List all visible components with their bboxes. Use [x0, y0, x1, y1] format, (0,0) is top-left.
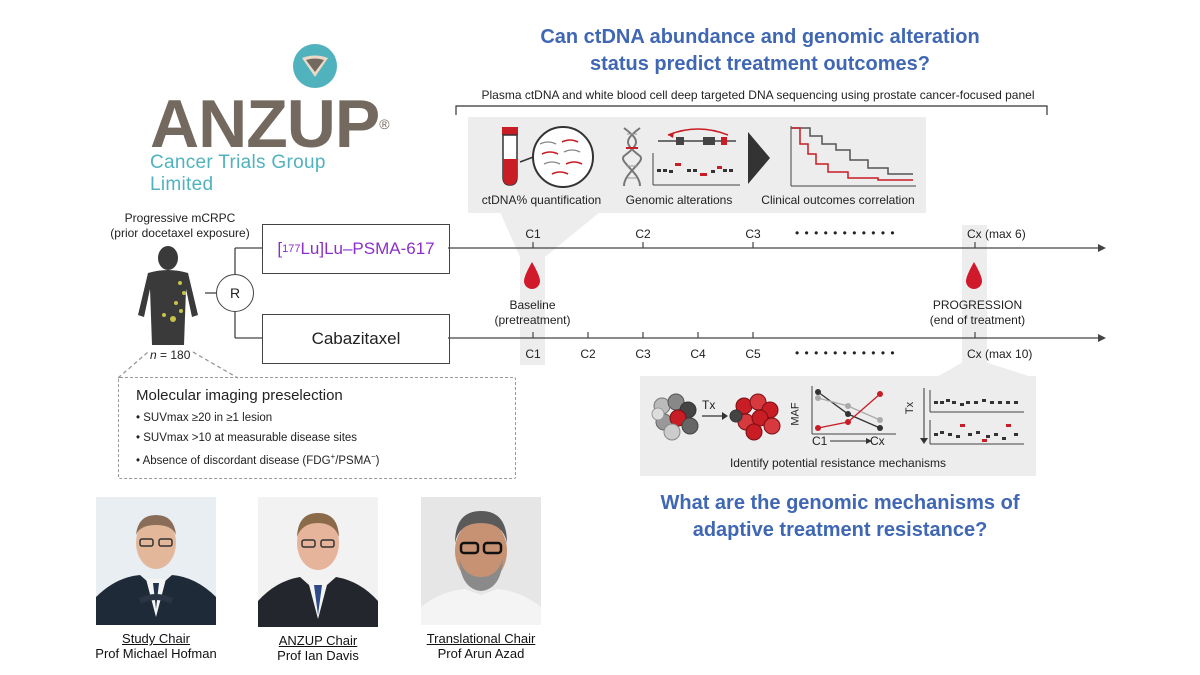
bottom-cycle-c2: C2 — [580, 347, 596, 361]
sample-size-label: n — [150, 348, 157, 362]
top-cycle-c2: C2 — [635, 227, 651, 241]
role-study-chair: Study Chair — [122, 631, 190, 646]
randomize-label: R — [229, 285, 241, 301]
role-translational-chair: Translational Chair — [426, 631, 536, 646]
cabazitaxel-label: Cabazitaxel — [311, 329, 401, 348]
cell-cluster-icon — [651, 393, 781, 441]
selection-item-2: • SUVmax >10 at measurable disease sites — [136, 432, 358, 444]
photo-anzup-chair — [258, 497, 378, 627]
maf-axis-label: MAF — [789, 402, 802, 426]
sample-size-value: = 180 — [160, 348, 191, 362]
analysis-label-ctdna: ctDNA% quantification — [481, 193, 602, 207]
bottom-cycle-c3: C3 — [635, 347, 651, 361]
progression-label: PROGRESSION (end of treatment) — [910, 298, 1045, 328]
patient-description: Progressive mCRPC (prior docetaxel expos… — [80, 211, 280, 241]
photo-study-chair — [96, 497, 216, 625]
name-translational-chair: Prof Arun Azad — [437, 646, 525, 661]
item3-pre: • Absence of discordant disease (FDG — [136, 454, 331, 467]
top-question: Can ctDNA abundance and genomic alterati… — [480, 24, 1040, 78]
top-question-line2: status predict treatment outcomes? — [589, 53, 931, 75]
selection-callout-lines — [118, 351, 239, 379]
lu-prefix: [ — [277, 239, 283, 258]
role-anzup-chair: ANZUP Chair — [278, 633, 358, 648]
arm-cabazitaxel: Cabazitaxel — [262, 314, 450, 364]
progression-line2: (end of treatment) — [929, 313, 1026, 327]
bottom-final-note: (max 10) — [985, 347, 1033, 361]
bottom-question-line1: What are the genomic mechanisms of — [660, 492, 1020, 514]
analysis-label-clinical: Clinical outcomes correlation — [761, 193, 915, 207]
genomic-alterations-plot — [652, 128, 740, 186]
brand-name: ANZUP — [150, 86, 380, 162]
person-study-chair: Study Chair Prof Michael Hofman — [76, 631, 236, 661]
selection-item-1: • SUVmax ≥20 in ≥1 lesion — [136, 412, 273, 424]
item3-post: ) — [375, 454, 380, 467]
copy-number-plot — [920, 388, 1024, 445]
sample-size: n = 180 — [150, 348, 190, 362]
selection-item-3: • Absence of discordant disease (FDG+/PS… — [136, 452, 506, 467]
maf-plot — [811, 386, 896, 444]
baseline-line2: (pretreatment) — [494, 313, 571, 327]
progression-blood-drop-icon — [966, 262, 982, 289]
maf-cx-label: Cx — [870, 434, 885, 448]
sequencing-bracket — [455, 105, 1048, 115]
baseline-label: Baseline (pretreatment) — [470, 298, 595, 328]
blood-tube-icon — [502, 127, 518, 186]
resistance-caption: Identify potential resistance mechanisms — [729, 456, 947, 470]
item3-sup2: − — [370, 452, 376, 461]
top-final-label: Cx — [967, 227, 982, 241]
bottom-timeline-dots: • • • • • • • • • • • — [795, 346, 896, 360]
item3-sup1: + — [330, 452, 336, 461]
anzup-logo: ANZUP® Cancer Trials Group Limited — [150, 40, 390, 195]
resistance-panel — [640, 376, 1036, 476]
selection-title: Molecular imaging preselection — [136, 387, 343, 404]
bottom-cycle-c4: C4 — [690, 347, 706, 361]
bottom-cycle-c1: C1 — [525, 347, 541, 361]
registered-mark: ® — [379, 116, 389, 132]
photo-translational-chair — [421, 497, 541, 625]
lu-name: Lu]Lu–PSMA-617 — [300, 239, 435, 258]
lu-isotope: 177 — [282, 243, 301, 255]
bottom-question: What are the genomic mechanisms of adapt… — [560, 490, 1120, 544]
dna-helix-icon — [621, 127, 643, 187]
bottom-final-label: Cx — [967, 347, 982, 361]
progression-line1: PROGRESSION — [932, 298, 1023, 312]
top-timeline-dots: • • • • • • • • • • • — [795, 226, 896, 240]
baseline-blood-drop-icon — [524, 262, 540, 289]
randomize-node: R — [216, 274, 254, 312]
survival-curve-plot — [790, 126, 916, 187]
tx-axis-label: Tx — [904, 401, 917, 415]
bottom-cycle-c5: C5 — [745, 347, 761, 361]
top-final-note: (max 6) — [985, 227, 1026, 241]
bottom-question-line2: adaptive treatment resistance? — [692, 519, 988, 541]
timeline-axes — [448, 242, 1106, 342]
person-anzup-chair: ANZUP Chair Prof Ian Davis — [238, 633, 398, 663]
item3-mid: /PSMA — [335, 454, 371, 467]
molecular-imaging-box — [118, 377, 516, 479]
resistance-connector — [935, 362, 1035, 378]
patient-line1: Progressive mCRPC — [124, 211, 236, 225]
name-anzup-chair: Prof Ian Davis — [277, 648, 359, 663]
bottom-cycle-final: Cx (max 10) — [967, 347, 1032, 361]
baseline-line1: Baseline — [509, 298, 556, 312]
top-cycle-c1: C1 — [525, 227, 541, 241]
maf-c1-label: C1 — [812, 434, 828, 448]
name-study-chair: Prof Michael Hofman — [95, 646, 217, 661]
analysis-label-genomic: Genomic alterations — [625, 193, 733, 207]
arrow-chevron-icon — [748, 132, 770, 184]
anzup-emblem-icon — [293, 44, 337, 88]
top-cycle-final: Cx (max 6) — [967, 227, 1026, 241]
sequencing-note: Plasma ctDNA and white blood cell deep t… — [481, 88, 1035, 102]
brand-subtitle: Cancer Trials Group Limited — [150, 152, 326, 195]
tx-label: Tx — [702, 398, 716, 412]
magnifier-icon — [519, 126, 594, 188]
human-silhouette-icon — [138, 246, 198, 345]
top-question-line1: Can ctDNA abundance and genomic alterati… — [540, 26, 980, 48]
person-translational-chair: Translational Chair Prof Arun Azad — [396, 631, 566, 661]
patient-line2: (prior docetaxel exposure) — [110, 226, 250, 240]
top-cycle-c3: C3 — [745, 227, 761, 241]
randomization-connectors — [205, 247, 263, 339]
selection-content: Molecular imaging preselection • SUVmax … — [136, 387, 506, 467]
